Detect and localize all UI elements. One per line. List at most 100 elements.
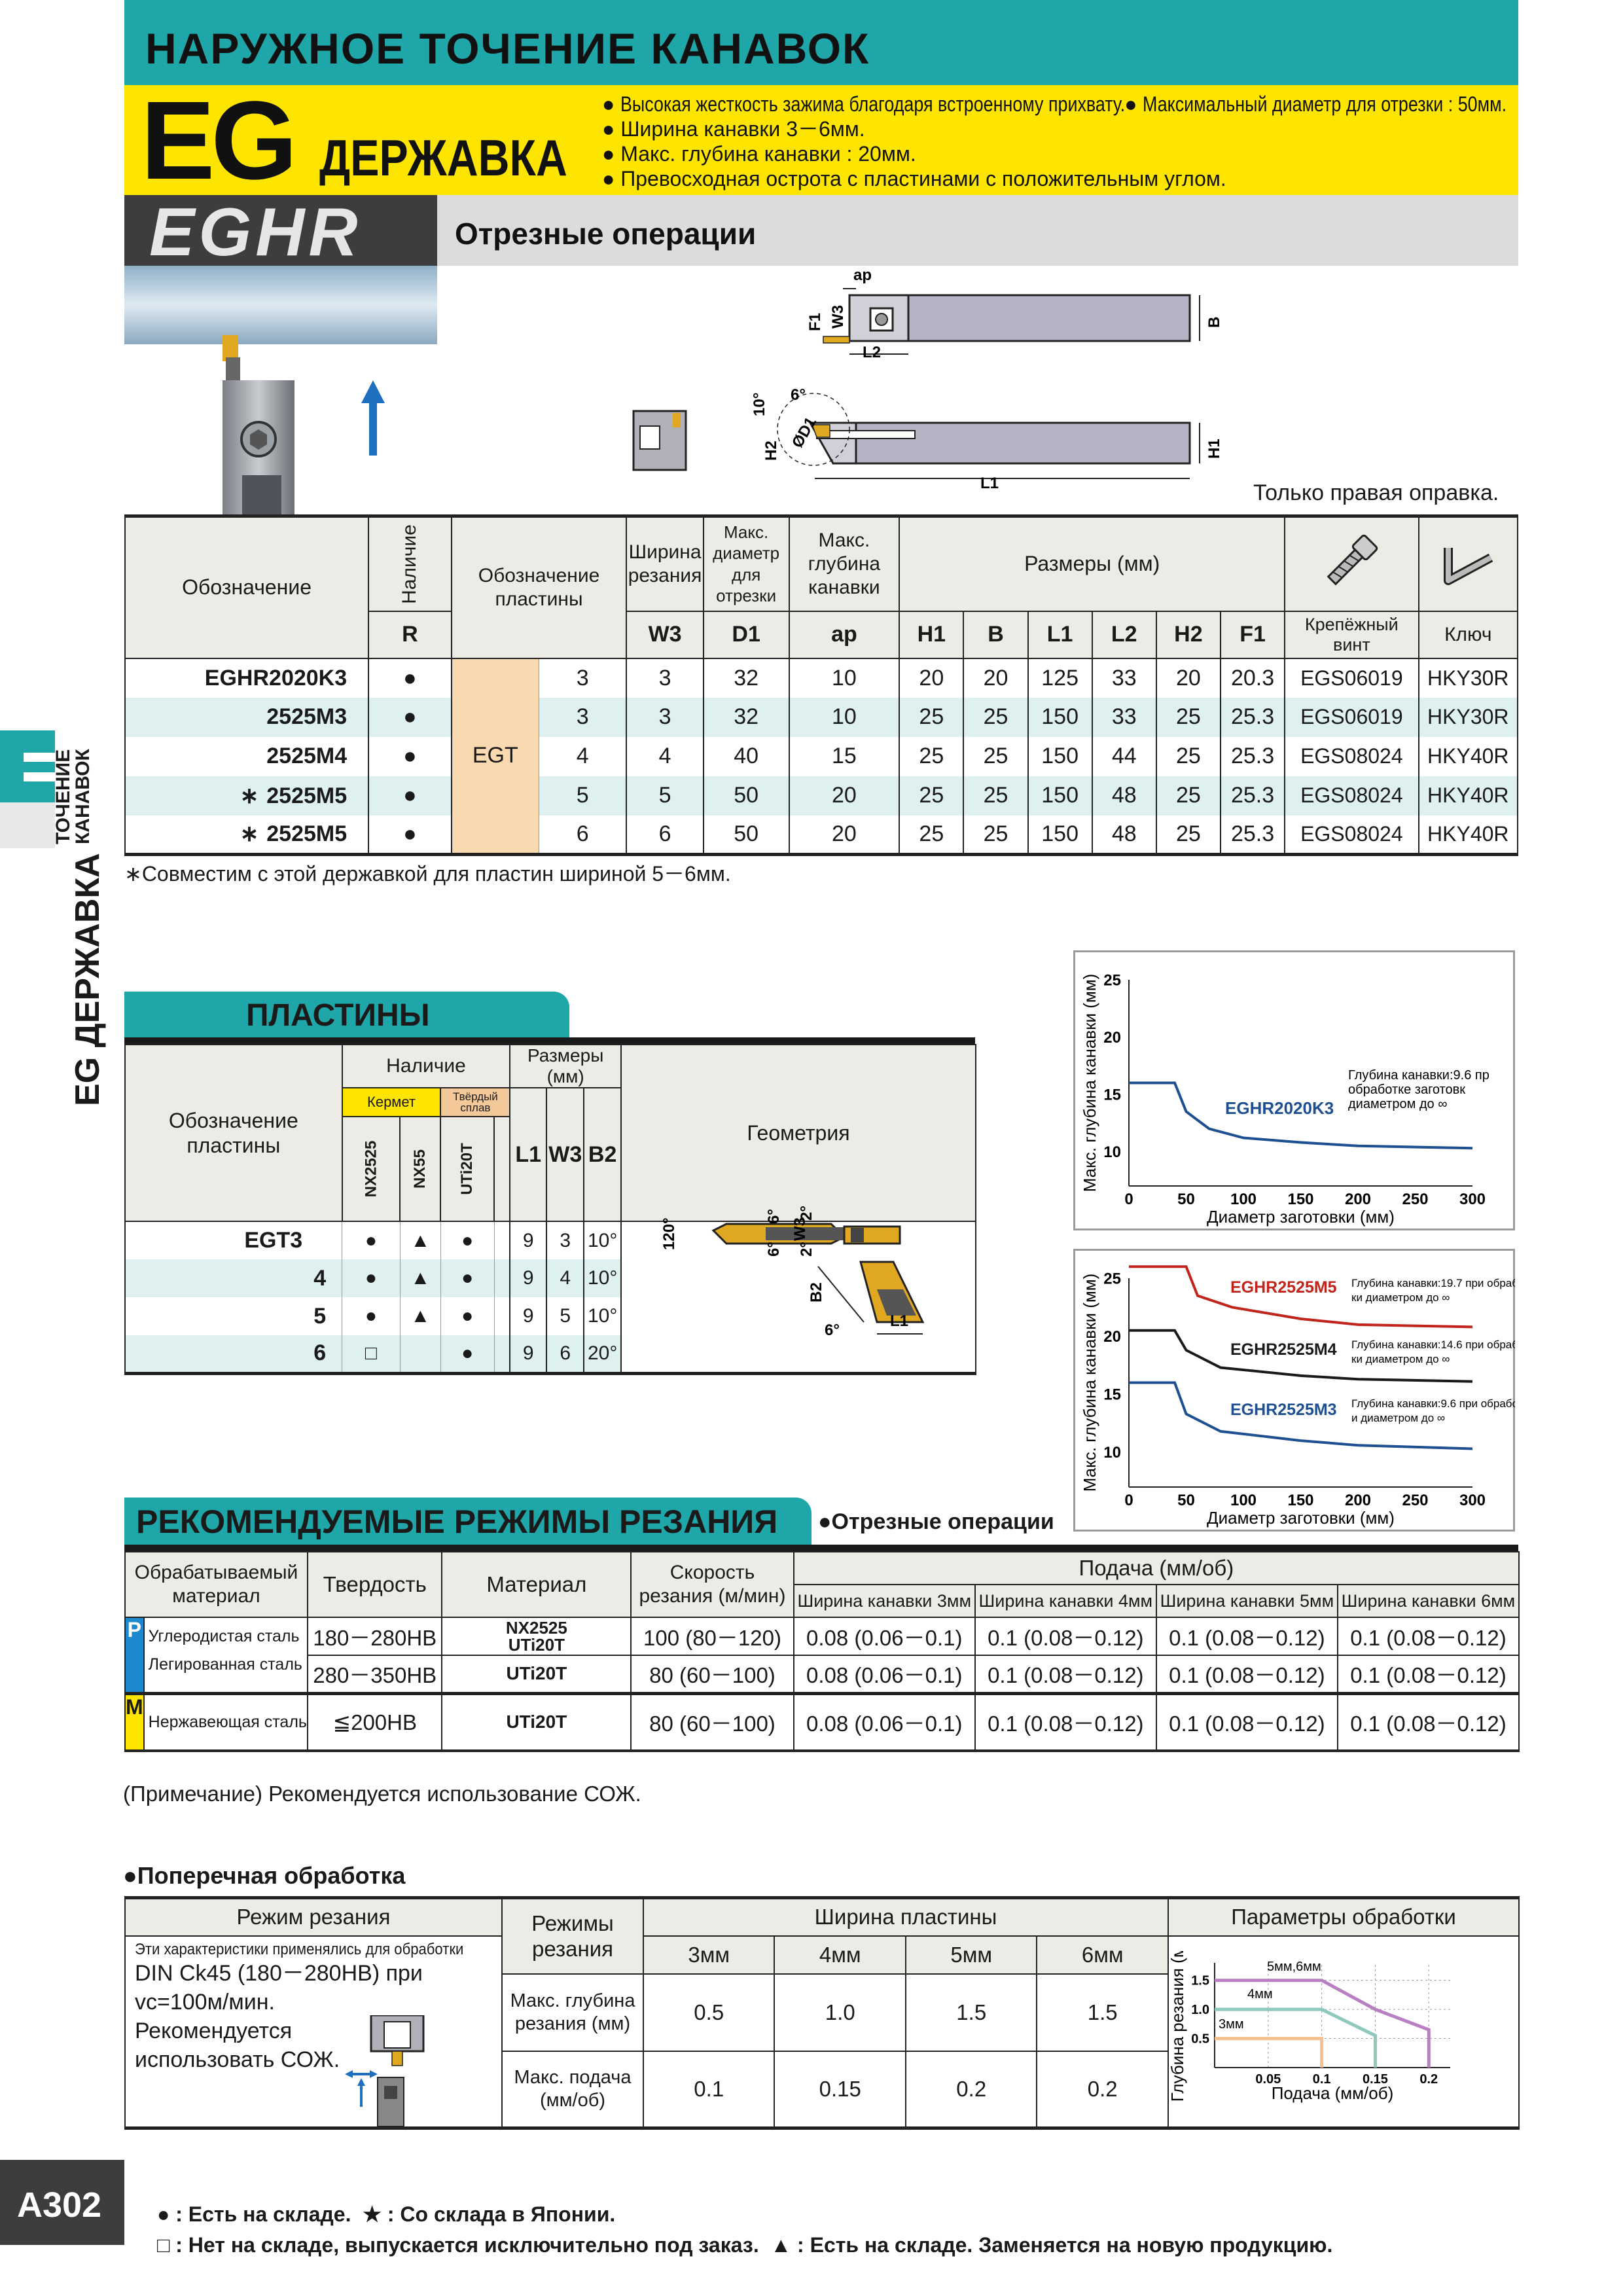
insert-stock-b: ▲ xyxy=(399,1297,441,1335)
holder-h1: 25 xyxy=(899,697,964,737)
holder-h1: 25 xyxy=(899,776,964,816)
insert-stock-a: ● xyxy=(342,1297,401,1335)
cross-hdr-params: Параметры обработки xyxy=(1167,1897,1520,1937)
x-tick-label: 300 xyxy=(1459,1191,1486,1208)
chart2-note-a: Глубина канавки:19.7 при обработке загот… xyxy=(1351,1277,1515,1289)
chart1-frame xyxy=(1073,950,1515,1230)
geo-w3: W3 xyxy=(791,1217,809,1241)
legend-replace: ▲ : Есть на складе. Заменяется на новую … xyxy=(770,2233,1333,2257)
series-label-3: 3мм xyxy=(1219,2017,1244,2032)
legend-order: □ : Нет на складе, выпускается исключите… xyxy=(157,2233,759,2257)
chart2-note-b: и диаметром до ∞ xyxy=(1351,1412,1445,1424)
cross-title-text: Поперечная обработка xyxy=(137,1862,406,1889)
geo-2b: 2° xyxy=(798,1206,815,1221)
cross-w3: 3мм xyxy=(642,1935,776,1975)
cut-f5-3: 0.1 (0.08－0.12) xyxy=(1155,1693,1338,1751)
hdr-availability: Наличие xyxy=(368,515,452,612)
cut-f4-2: 0.1 (0.08－0.12) xyxy=(974,1655,1157,1694)
star-mark: ∗ xyxy=(240,821,259,847)
feature-4: Макс. глубина канавки : 20мм. xyxy=(620,142,916,166)
dim-h1: H1 xyxy=(1205,439,1223,459)
cross-feed-label: Макс. подача (мм/об) xyxy=(501,2050,644,2129)
cross-tool-sketch xyxy=(345,2015,425,2126)
inserts-title: ПЛАСТИНЫ xyxy=(246,998,430,1033)
insert-stock-c: ● xyxy=(440,1259,494,1297)
ins-hdr-carbide: Твёрдый сплав xyxy=(440,1087,511,1117)
holder-l1: 150 xyxy=(1027,697,1092,737)
insert-w3: 5 xyxy=(546,1297,584,1335)
holder-image xyxy=(124,266,437,514)
hdr-insert: Обозначение пластины xyxy=(450,515,628,659)
insert-stock-a: ● xyxy=(342,1259,401,1297)
sub-h2: H2 xyxy=(1155,610,1221,659)
holder-designation: EGHR2020K3 xyxy=(124,658,369,698)
product-code: EGHR xyxy=(149,194,362,270)
insert-l1: 9 xyxy=(509,1221,547,1259)
hdr-key: Ключ xyxy=(1418,610,1519,659)
holder-designation: ∗2525M5 xyxy=(124,815,369,855)
sub-d1: D1 xyxy=(702,610,790,659)
side-vertical-label: EG ДЕРЖАВКА xyxy=(69,853,107,1106)
bullet-icon: ● xyxy=(602,117,615,141)
cut-hdr-hardness: Твердость xyxy=(306,1551,443,1618)
cut-hard-3: ≦200HB xyxy=(306,1693,443,1751)
holder-drawing: ap F1 W3 L2 B 6° 10° H2 ØD1 H1 L1 xyxy=(632,266,1223,492)
inserts-band xyxy=(124,1037,975,1044)
feature-3: Ширина канавки 3－6мм. xyxy=(620,117,865,141)
grade-uti20t: UTi20T xyxy=(440,1116,495,1222)
x-tick-label: 50 xyxy=(1177,1191,1195,1208)
insert-stock-a: □ xyxy=(342,1335,401,1373)
side-tab-line2: КАНАВОК xyxy=(72,749,94,844)
cut-speed-2: 80 (60－100) xyxy=(630,1655,794,1694)
series-label-k3: EGHR2020K3 xyxy=(1225,1098,1334,1118)
cut-f6-1: 0.1 (0.08－0.12) xyxy=(1336,1617,1520,1656)
y-tick-label: 15 xyxy=(1103,1086,1121,1103)
x-tick-label: 250 xyxy=(1402,1492,1428,1509)
side-tab-e-cut1 xyxy=(24,753,55,762)
y-axis-label: Глубина резания (мм) xyxy=(1169,1951,1187,2102)
cross-feed-5: 0.2 xyxy=(904,2050,1038,2129)
bullet-icon: ● xyxy=(1124,92,1137,116)
cut-hdr-w6: Ширина канавки 6мм xyxy=(1336,1584,1520,1618)
holder-w: 3 xyxy=(626,697,704,737)
bullet-icon: ● xyxy=(602,142,615,166)
holder-insert-size: 6 xyxy=(539,815,627,855)
holder-l2: 44 xyxy=(1091,736,1156,776)
dim-f1: F1 xyxy=(806,313,824,331)
x-tick-label: 0 xyxy=(1124,1492,1133,1509)
cut-mat-3: Нержавеющая сталь xyxy=(143,1693,308,1751)
cross-title: ●Поперечная обработка xyxy=(123,1862,405,1890)
holder-name: 2525M5 xyxy=(266,783,348,808)
cut-hdr-w5: Ширина канавки 5мм xyxy=(1155,1584,1338,1618)
geo-6c: 6° xyxy=(825,1321,840,1339)
holder-ap: 10 xyxy=(788,658,900,698)
series-line-EGHR2525M4 xyxy=(1129,1329,1473,1383)
geo-2a: 2° xyxy=(798,1242,815,1257)
insert-b2: 20° xyxy=(583,1335,621,1373)
feature-1: Высокая жесткость зажима благодаря встро… xyxy=(620,92,1126,116)
holder-table: Обозначение Наличие Обозначение пластины… xyxy=(124,514,1519,856)
cut-f3-3: 0.08 (0.06－0.1) xyxy=(793,1693,976,1751)
x-tick-label: 0.15 xyxy=(1363,2072,1388,2087)
holder-ap: 20 xyxy=(788,815,900,855)
holder-b: 25 xyxy=(963,776,1028,816)
cut-grade-3: UTi20T xyxy=(441,1693,632,1751)
cutting-band xyxy=(124,1545,1518,1551)
grade-nx2525: NX2525 xyxy=(341,1116,401,1222)
sub-b: B xyxy=(963,610,1029,659)
holder-insert-size: 3 xyxy=(539,658,627,698)
x-tick-label: 250 xyxy=(1402,1191,1428,1208)
ins-hdr-designation: Обозначение пластины xyxy=(124,1044,343,1222)
insert-b2: 10° xyxy=(583,1297,621,1335)
ins-hdr-dims: Размеры (мм) xyxy=(509,1044,622,1088)
holder-b: 25 xyxy=(963,697,1028,737)
y-tick-label: 25 xyxy=(1103,971,1121,989)
holder-name: EGHR2020K3 xyxy=(204,665,348,691)
holder-h1: 25 xyxy=(899,736,964,776)
sub-l2: L2 xyxy=(1091,610,1157,659)
